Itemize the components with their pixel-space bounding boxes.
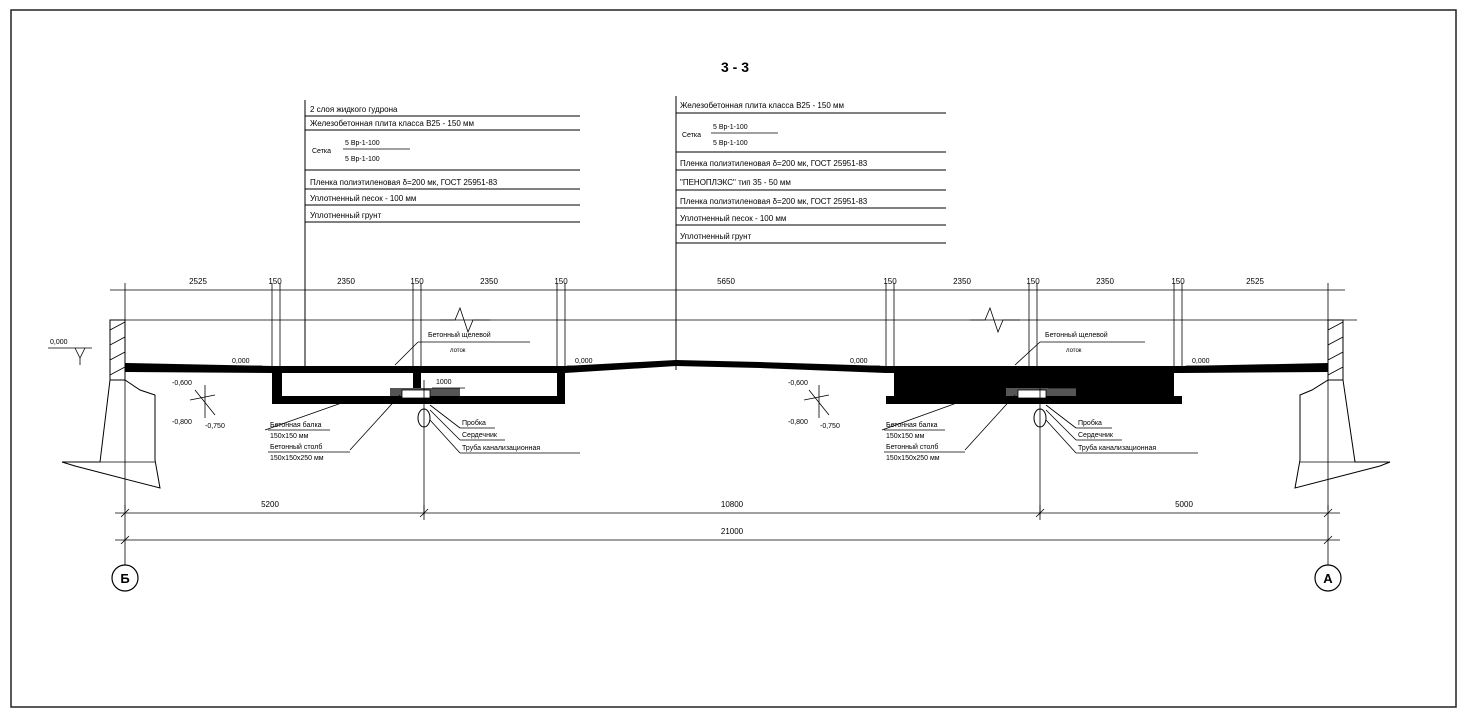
sheet-frame [10,9,1457,708]
floor-slab [125,360,1328,373]
top-dim-13: 2525 [1246,277,1264,286]
right-plug-label: Пробка [1078,419,1102,427]
left-pipe-label: Труба канализационная [462,444,540,452]
right-spec-row-5: Пленка полиэтиленовая δ=200 мк, ГОСТ 259… [680,197,868,206]
top-dim-10: 150 [1026,277,1040,286]
svg-text:А: А [1323,571,1333,586]
left-mesh-top: 5 Вр-1-100 [345,140,380,147]
right-trench [886,366,1182,515]
left-spec-row-4: Пленка полиэтиленовая δ=200 мк, ГОСТ 259… [310,178,498,187]
right-spec-row-7: Уплотненный грунт [680,232,752,241]
top-dim-7: 5650 [717,277,735,286]
left-collar-label: Сердечник [462,432,498,439]
axis-marker-b: Б [111,564,139,592]
total-dim: 21000 [721,527,744,536]
level-center-right: 0,000 [850,358,868,365]
right-spacer-label: 1000 [1052,379,1068,386]
bottom-dim-2: 10800 [721,500,744,509]
right-collar-label: Сердечник [1078,432,1114,439]
top-dim-1: 2525 [189,277,207,286]
level-right-edge: 0,000 [1192,358,1210,365]
right-mesh-prefix: Сетка [682,132,701,139]
left-spacer-label: 1000 [436,379,452,386]
level-right-m750: -0,750 [820,423,840,430]
level-center-left: 0,000 [575,358,593,365]
bottom-dim-1: 5200 [261,500,279,509]
right-mesh-bottom: 5 Вр-1-100 [713,140,748,147]
left-spec-row-6: Уплотненный грунт [310,211,382,220]
right-spec-row-1: Железобетонная плита класса В25 - 150 мм [680,101,844,110]
left-beam-size: 150х150 мм [270,433,309,440]
left-wall [61,319,161,489]
level-left-m600: -0,600 [172,380,192,387]
right-spec-row-6: Уплотненный песок - 100 мм [680,214,786,223]
right-spec-row-3: Пленка полиэтиленовая δ=200 мк, ГОСТ 259… [680,159,868,168]
left-curb-sublabel: лоток [450,348,466,354]
left-plug-label: Пробка [462,419,486,427]
right-callouts [881,341,1198,454]
right-pipe-label: Труба канализационная [1078,444,1156,452]
svg-text:Б: Б [120,571,129,586]
left-trench [272,366,565,515]
bottom-dim-3: 5000 [1175,500,1193,509]
bottom-dimension-chain [115,505,1340,565]
top-dim-3: 2350 [337,277,355,286]
left-post-label: Бетонный столб [270,443,322,451]
level-left-edge: 0,000 [232,358,250,365]
left-post-size: 150х150х250 мм [270,455,324,462]
right-spec-row-4: "ПЕНОПЛЭКС" тип 35 - 50 мм [680,178,791,187]
left-mesh-prefix: Сетка [312,148,331,155]
top-dim-4: 150 [410,277,424,286]
level-left-wall: 0,000 [50,339,68,346]
top-dim-5: 2350 [480,277,498,286]
top-dim-6: 150 [554,277,568,286]
left-spec-row-1: 2 слоя жидкого гудрона [310,105,398,114]
level-marks [48,347,1218,418]
right-post-label: Бетонный столб [886,443,938,451]
section-title: 3 - 3 [721,59,749,75]
left-mesh-bottom: 5 Вр-1-100 [345,156,380,163]
level-right-m800: -0,800 [788,419,808,426]
right-wall [1294,319,1391,489]
right-post-size: 150х150х250 мм [886,455,940,462]
top-dim-8: 150 [883,277,897,286]
right-beam-size: 150х150 мм [886,433,925,440]
left-callouts [264,341,580,454]
right-beam-label: Бетонная балка [886,421,938,429]
level-left-m750: -0,750 [205,423,225,430]
left-spec-table: 2 слоя жидкого гудрона Железобетонная пл… [304,100,580,370]
top-dim-11: 2350 [1096,277,1114,286]
top-dim-12: 150 [1171,277,1185,286]
left-spec-row-2: Железобетонная плита класса В25 - 150 мм [310,119,474,128]
top-dim-9: 2350 [953,277,971,286]
axis-marker-a: А [1314,564,1342,592]
right-curb-sublabel: лоток [1066,348,1082,354]
right-mesh-top: 5 Вр-1-100 [713,124,748,131]
left-spec-row-5: Уплотненный песок - 100 мм [310,194,416,203]
right-spec-table: Железобетонная плита класса В25 - 150 мм… [675,96,946,370]
left-beam-label: Бетонная балка [270,421,322,429]
right-curb-label: Бетонный щелевой [1045,331,1108,339]
top-dim-2: 150 [268,277,282,286]
left-curb-label: Бетонный щелевой [428,331,491,339]
level-left-m800: -0,800 [172,419,192,426]
level-right-m600: -0,600 [788,380,808,387]
